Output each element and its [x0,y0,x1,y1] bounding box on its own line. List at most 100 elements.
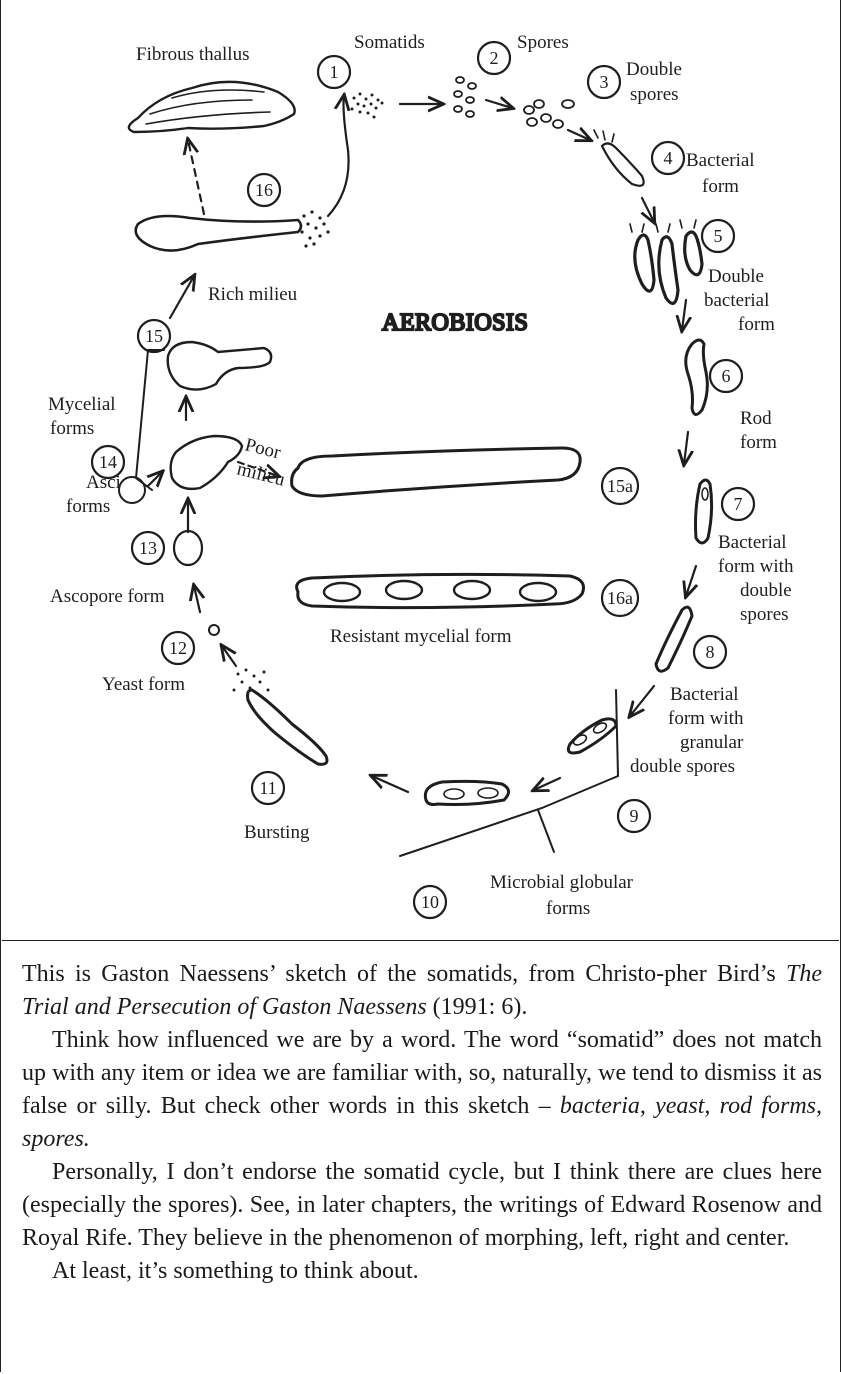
label-microbial-globular-2: forms [546,898,590,919]
label-rich-milieu: Rich milieu [208,284,298,305]
mycelium-16-dots [300,210,329,247]
caption-paragraph-1: This is Gaston Naessens’ sketch of the s… [22,958,822,1024]
figure-divider [2,940,839,941]
arrow-9-upper-to-lower [534,778,560,790]
arrow-11-to-12 [222,646,236,666]
label-bursting: Bursting [244,822,310,843]
somatid-cycle-diagram: AEROBIOSIS 1 Somatids 2 Spores 3 Double … [2,0,839,940]
stage-2-number: 2 [490,48,499,68]
arrow-4-to-5 [642,198,654,222]
label-bact-double-spores-4: spores [740,604,789,625]
bursting-drawing [248,690,328,764]
arrow-16-to-1 [328,96,349,216]
resistant-spore-3 [454,581,490,599]
label-mycelial-forms-1: Mycelial [48,394,116,415]
label-rod-form-2: form [740,432,777,453]
stage-9-number: 9 [630,806,639,826]
ascopore-drawing [174,531,202,565]
bursting-dots [233,669,270,692]
globular-form-upper [568,719,616,753]
label-double-spores-1: Double [626,59,682,80]
bracket-pointer [538,810,554,852]
microbial-globular-bracket [400,690,618,856]
double-bacterial-drawing [635,232,702,303]
label-resistant-mycelial: Resistant mycelial form [330,626,512,647]
caption-p1-citation: (1991: 6). [427,994,528,1020]
arrow-15-to-16 [170,276,194,318]
arrow-2-to-3 [486,100,512,108]
arrow-5-to-6 [682,300,686,330]
label-bacterial-form-1: Bacterial [686,150,755,171]
globular-lower-spore-1 [444,789,464,799]
label-bact-granular-4: double spores [630,756,735,777]
double-bacterial-flagella [630,220,696,232]
arrow-6-to-7 [684,432,688,464]
label-bact-granular-2: form with [668,708,744,729]
bacterial-flagella [594,130,614,142]
stage-4-number: 4 [664,148,673,168]
caption-text: This is Gaston Naessens’ sketch of the s… [22,958,822,1288]
label-bact-double-spores-3: double [740,580,792,601]
somatid-dots [351,93,384,119]
arrow-16-to-thallus [188,140,204,214]
label-spores: Spores [517,32,569,53]
stage-16a-number: 16a [607,588,633,608]
caption-paragraph-4: At least, it’s something to think about. [22,1255,822,1288]
caption-p1-text: This is Gaston Naessens’ sketch of the s… [22,961,786,987]
resistant-spore-4 [520,583,556,601]
bacterial-form-drawing [602,143,644,185]
stage-3-number: 3 [600,72,609,92]
label-poor-milieu-2: milieu [235,458,288,490]
stage-11-number: 11 [259,778,276,798]
stage-8-number: 8 [706,642,715,662]
stage-1-number: 1 [330,62,339,82]
arrow-8-to-9 [630,686,654,716]
label-mycelial-forms-2: forms [50,418,94,439]
label-ascopore-form: Ascopore form [50,586,165,607]
mycelial-form-15-drawing [168,342,271,390]
mycelium-16-drawing [136,216,301,251]
label-asci-forms-2: forms [66,496,110,517]
arrow-3-to-4 [568,130,590,140]
label-double-bacterial-3: form [738,314,775,335]
stage-14-number: 14 [99,452,117,472]
fibrous-thallus-drawing [129,82,295,132]
label-double-bacterial-1: Double [708,266,764,287]
label-double-spores-2: spores [630,84,679,105]
arrow-12-to-13 [194,586,200,612]
arrow-asci-to-14 [148,472,162,486]
label-fibrous-thallus: Fibrous thallus [136,44,249,65]
stage-15-number: 15 [145,326,163,346]
stage-15a-number: 15a [607,476,633,496]
label-bact-double-spores-1: Bacterial [718,532,787,553]
inner-spore-top [702,488,708,500]
caption-paragraph-2: Think how influenced we are by a word. T… [22,1024,822,1156]
arrow-10-to-11 [372,776,408,792]
diagram-title: AEROBIOSIS [382,310,528,336]
label-rod-form-1: Rod [740,408,772,429]
label-bact-granular-1: Bacterial [670,684,739,705]
stage-6-number: 6 [722,366,731,386]
stage-10-number: 10 [421,892,439,912]
label-bact-granular-3: granular [680,732,744,753]
label-bacterial-form-2: form [702,176,739,197]
rod-form-drawing [686,340,708,415]
double-spores-drawing [524,100,574,128]
arrow-7-to-8 [686,566,696,596]
caption-paragraph-3: Personally, I don’t endorse the somatid … [22,1156,822,1255]
label-somatids: Somatids [354,32,425,53]
bacterial-granular-drawing [656,607,692,671]
stage-12-number: 12 [169,638,187,658]
spores-drawing [454,77,476,117]
mycelial-form-14-drawing [171,436,242,489]
globular-lower-spore-2 [478,788,498,798]
yeast-form-drawing [209,625,219,635]
label-yeast-form: Yeast form [102,674,185,695]
mycelial-bracket [136,350,164,490]
globular-form-lower [425,781,508,804]
label-poor-milieu-1: Poor [243,434,284,463]
mycelial-form-15a-drawing [292,448,581,496]
resistant-spore-1 [324,583,360,601]
resistant-mycelial-drawing [297,574,584,607]
label-microbial-globular-1: Microbial globular [490,872,634,893]
